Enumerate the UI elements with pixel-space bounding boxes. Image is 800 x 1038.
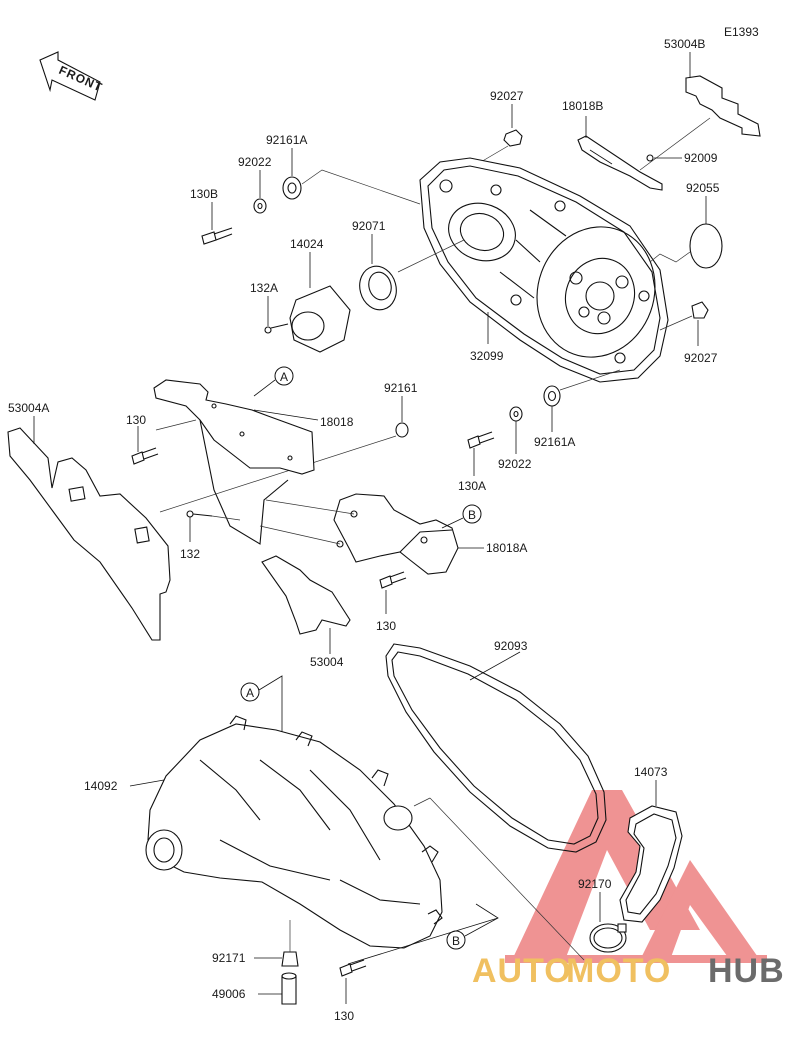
seal-92071 — [359, 234, 465, 311]
label-92027-top: 92027 — [490, 89, 524, 103]
callout-b-lower-label: B — [452, 934, 460, 948]
label-132A: 132A — [250, 281, 278, 295]
label-49006: 49006 — [212, 987, 246, 1001]
label-14024: 14024 — [290, 237, 324, 251]
hose-49006 — [258, 972, 297, 1005]
label-53004: 53004 — [310, 655, 344, 669]
gasket-92093 — [385, 643, 607, 853]
collar-92161A-mid — [543, 369, 621, 432]
insulator-53004B — [685, 52, 761, 137]
label-18018A: 18018A — [486, 541, 527, 555]
front-arrow-icon: FRONT — [39, 51, 105, 101]
label-32099: 32099 — [470, 349, 504, 363]
screw-132A — [264, 296, 289, 334]
label-18018B: 18018B — [562, 99, 603, 113]
label-92170: 92170 — [578, 877, 612, 891]
label-92071: 92071 — [352, 219, 386, 233]
label-132: 132 — [180, 547, 200, 561]
callout-b-upper: B — [441, 504, 482, 529]
label-130A: 130A — [458, 479, 486, 493]
watermark-hub: HUB — [708, 952, 785, 990]
duct-14073 — [619, 780, 683, 923]
label-92055: 92055 — [686, 181, 720, 195]
bolt-130-mid — [379, 571, 407, 614]
label-53004A: 53004A — [8, 401, 49, 415]
clamp-92170 — [589, 892, 627, 953]
clip-92161 — [159, 396, 409, 513]
label-92009: 92009 — [684, 151, 718, 165]
o-ring-92055 — [649, 196, 723, 269]
bolt-130-left — [131, 426, 159, 465]
outer-cover-32099 — [419, 157, 669, 383]
bolt-130B — [201, 202, 233, 245]
grommet-92027-right — [659, 301, 709, 346]
callout-a-upper-label: A — [280, 370, 288, 384]
bracket-18018B — [577, 116, 711, 191]
label-53004B: 53004B — [664, 37, 705, 51]
insulator-53004 — [261, 555, 351, 654]
grommet-92027-top — [473, 104, 523, 167]
screw-132 — [186, 510, 241, 542]
callout-a-lower-label: A — [246, 686, 254, 700]
label-92022-mid: 92022 — [498, 457, 532, 471]
diagram-code: E1393 — [724, 25, 759, 39]
callout-b-lower: B — [347, 903, 499, 965]
label-130-left: 130 — [126, 413, 146, 427]
label-92161A-top: 92161A — [266, 133, 307, 147]
bolt-92009 — [646, 154, 682, 162]
callout-b-upper-label: B — [468, 508, 476, 522]
cover-14024 — [289, 252, 351, 353]
label-14092: 14092 — [84, 779, 118, 793]
label-92027-right: 92027 — [684, 351, 718, 365]
washer-92022-top — [253, 170, 267, 214]
callout-a-upper: A — [253, 366, 294, 397]
label-92093: 92093 — [494, 639, 528, 653]
label-92022-top: 92022 — [238, 155, 272, 169]
inner-cover-14092 — [129, 715, 585, 961]
label-14073: 14073 — [634, 765, 668, 779]
label-130-bottom: 130 — [334, 1009, 354, 1023]
label-130-mid: 130 — [376, 619, 396, 633]
bolt-130-bottom — [339, 959, 367, 1004]
insulator-53004A — [7, 416, 171, 641]
label-92161A-mid: 92161A — [534, 435, 575, 449]
label-130B: 130B — [190, 187, 218, 201]
callout-a-lower: A — [240, 675, 283, 760]
bolt-130A — [467, 431, 495, 476]
washer-92022-mid — [509, 406, 523, 454]
clip-92171 — [254, 920, 299, 967]
watermark-moto: MOTO — [566, 952, 671, 990]
collar-92161A-top — [282, 148, 421, 205]
watermark-text: AUTO MOTO HUB — [472, 952, 785, 990]
watermark-auto: AUTO — [472, 952, 572, 990]
label-92161: 92161 — [384, 381, 418, 395]
label-92171: 92171 — [212, 951, 246, 965]
bracket-18018A — [259, 493, 484, 575]
label-18018: 18018 — [320, 415, 354, 429]
bracket-18018 — [153, 379, 319, 545]
part-labels: 53004B 18018B 92027 92009 92055 92161A 9… — [8, 37, 720, 1023]
